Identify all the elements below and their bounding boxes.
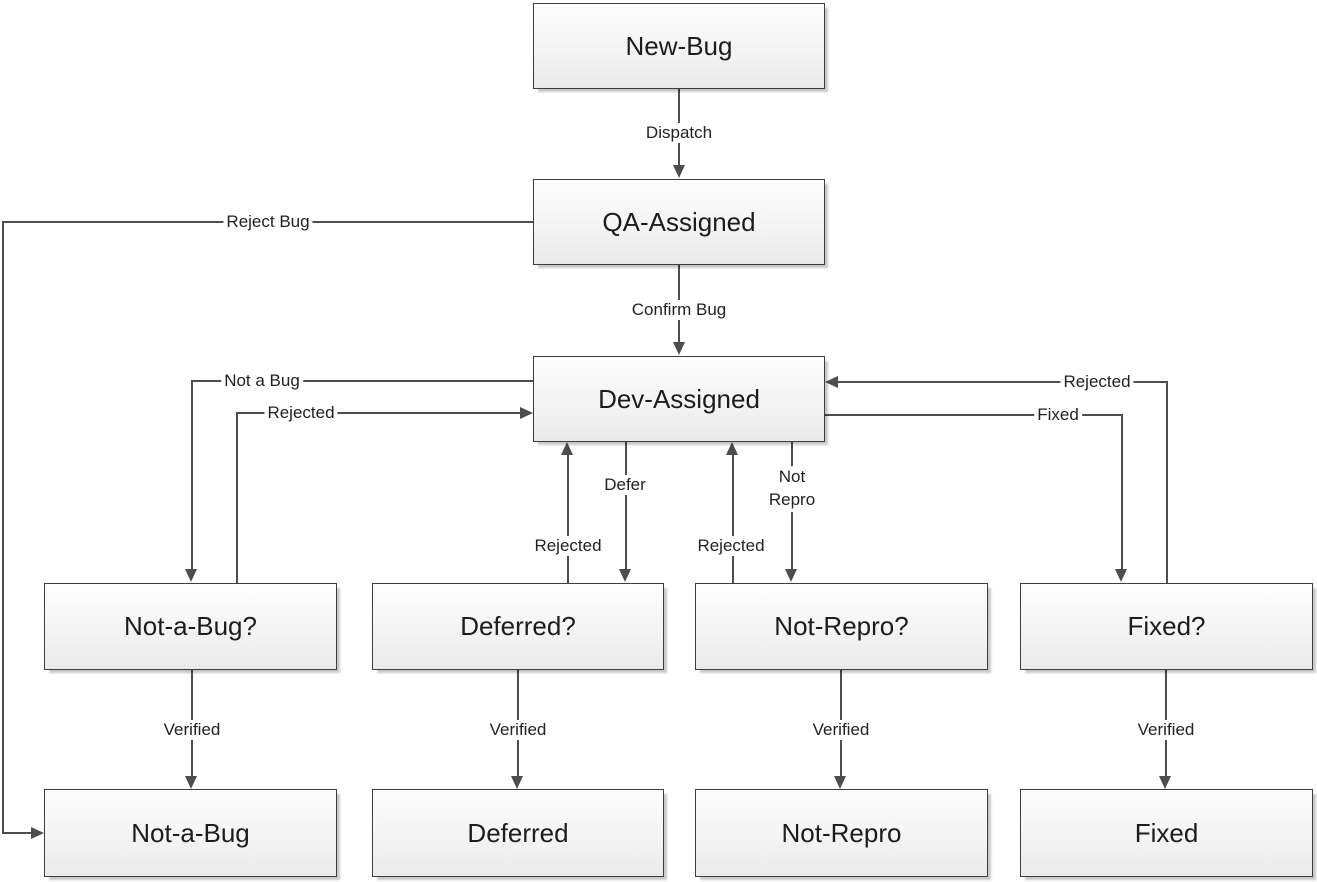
edge-label-not-a-bug: Not a Bug [221, 371, 303, 391]
edge-label-dispatch: Dispatch [642, 123, 716, 143]
node-fixed-question: Fixed? [1020, 583, 1313, 670]
edge-confirm-bug-arrowhead-icon [673, 342, 685, 355]
node-deferred-question: Deferred? [372, 583, 664, 670]
edge-label-verified-not-repro: Verified [809, 720, 873, 740]
node-not-repro: Not-Repro [695, 789, 988, 877]
edge-rejected-from-deferred-arrowhead-icon [561, 442, 573, 455]
edge-defer-segment [625, 442, 627, 569]
edge-fixed-segment-v [1121, 414, 1123, 569]
edge-reject-bug-segment-side [2, 221, 4, 833]
node-dev-assigned: Dev-Assigned [533, 356, 825, 442]
edge-label-confirm-bug: Confirm Bug [628, 300, 730, 320]
edge-rejected-from-not-a-bug-segment-v [236, 412, 238, 583]
node-not-a-bug: Not-a-Bug [44, 789, 337, 877]
edge-label-fixed: Fixed [1034, 405, 1082, 425]
edge-rejected-from-not-repro-segment [732, 455, 734, 583]
edge-rejected-from-not-a-bug-segment-h [236, 412, 520, 414]
edge-rejected-from-deferred-segment [567, 455, 569, 583]
edge-rejected-from-not-repro-arrowhead-icon [726, 442, 738, 455]
edge-rejected-from-fixed-arrowhead-icon [825, 376, 838, 388]
node-new-bug: New-Bug [533, 3, 825, 89]
edge-fixed-arrowhead-icon [1115, 569, 1127, 582]
node-fixed: Fixed [1020, 789, 1313, 877]
node-not-repro-question: Not-Repro? [695, 583, 988, 670]
edge-label-rejected-from-deferred: Rejected [531, 536, 605, 556]
edge-not-repro-arrowhead-icon [785, 569, 797, 582]
edge-not-a-bug-segment-h [191, 380, 533, 382]
edge-dispatch-arrowhead-icon [673, 165, 685, 178]
edge-label-rejected-from-not-repro: Rejected [694, 536, 768, 556]
edge-label-verified-deferred: Verified [486, 720, 550, 740]
node-qa-assigned: QA-Assigned [533, 179, 825, 265]
edge-rejected-from-not-a-bug-arrowhead-icon [520, 407, 533, 419]
edge-label-not-repro: Not Repro [763, 466, 821, 512]
edge-fixed-segment-h [825, 414, 1123, 416]
edge-verified-deferred-arrowhead-icon [511, 776, 523, 789]
edge-rejected-from-fixed-segment-h [838, 381, 1168, 383]
edge-defer-arrowhead-icon [619, 569, 631, 582]
edge-reject-bug-arrowhead-icon [31, 827, 44, 839]
edge-label-rejected-from-fixed: Rejected [1060, 372, 1134, 392]
edge-rejected-from-fixed-segment-v [1166, 381, 1168, 583]
edge-verified-fixed-arrowhead-icon [1159, 776, 1171, 789]
edge-not-a-bug-segment-v [191, 380, 193, 569]
edge-label-rejected-from-not-a-bug: Rejected [264, 403, 338, 423]
edge-label-verified-fixed: Verified [1134, 720, 1198, 740]
edge-not-a-bug-arrowhead-icon [185, 569, 197, 582]
edge-verified-not-repro-arrowhead-icon [834, 776, 846, 789]
edge-label-verified-not-a-bug: Verified [160, 720, 224, 740]
node-deferred: Deferred [372, 789, 664, 877]
edge-label-defer: Defer [601, 475, 649, 495]
edge-reject-bug-segment-bottom [2, 832, 31, 834]
node-not-a-bug-question: Not-a-Bug? [44, 583, 337, 670]
edge-verified-not-a-bug-arrowhead-icon [185, 776, 197, 789]
edge-label-reject-bug: Reject Bug [223, 212, 313, 232]
